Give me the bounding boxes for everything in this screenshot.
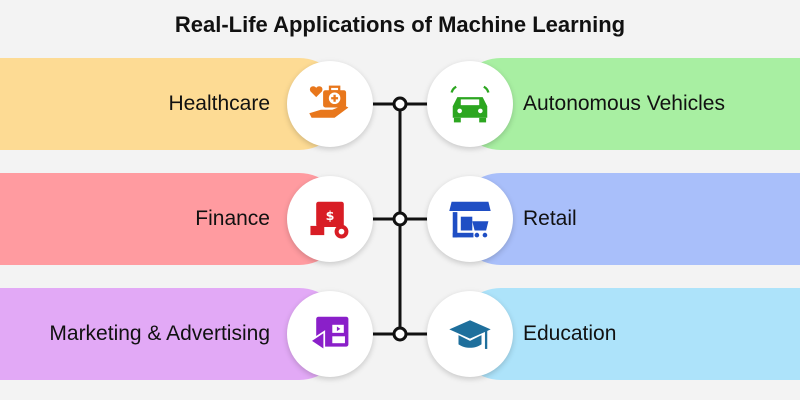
label-education: Education xyxy=(523,322,617,345)
node xyxy=(392,326,408,342)
label-retail: Retail xyxy=(523,207,577,230)
store-icon xyxy=(427,176,513,262)
label-healthcare: Healthcare xyxy=(168,92,270,115)
label-finance: Finance xyxy=(195,207,270,230)
label-autonomous: Autonomous Vehicles xyxy=(523,92,725,115)
svg-text:$: $ xyxy=(326,208,335,223)
healthcare-icon xyxy=(287,61,373,147)
node xyxy=(392,211,408,227)
page-title: Real-Life Applications of Machine Learni… xyxy=(174,12,626,37)
car-icon xyxy=(427,61,513,147)
graduation-cap-icon xyxy=(427,291,513,377)
node xyxy=(392,96,408,112)
marketing-icon xyxy=(287,291,373,377)
band-retail: Retail xyxy=(455,173,800,265)
finance-icon: $ xyxy=(287,176,373,262)
label-marketing: Marketing & Advertising xyxy=(49,322,270,345)
